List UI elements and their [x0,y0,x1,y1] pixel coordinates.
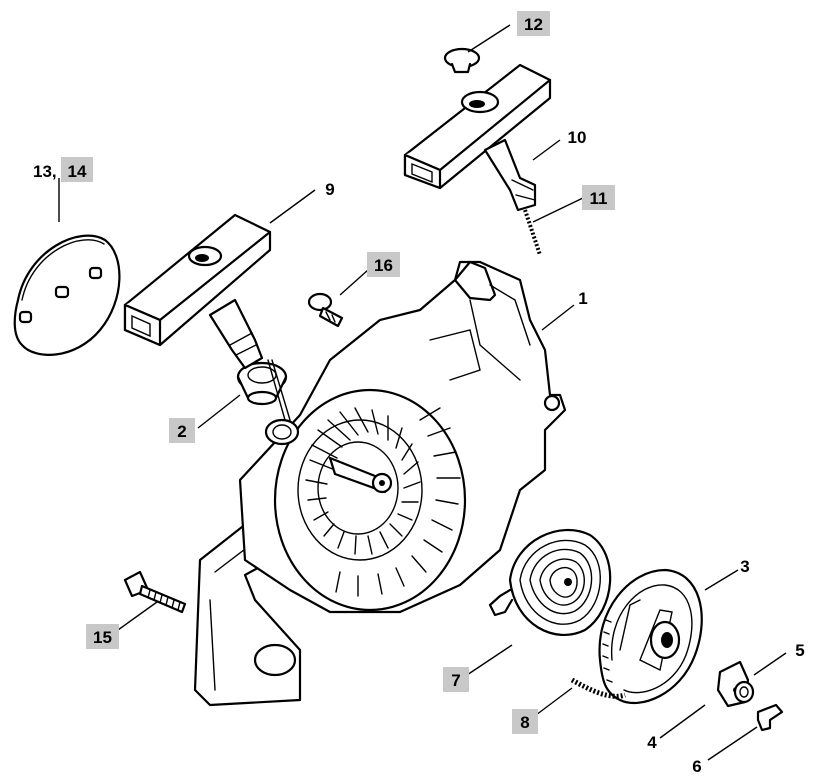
callout-8-highlight [512,709,538,734]
washer-drawing [733,680,755,704]
starter-rope-11-drawing [523,209,542,256]
callout-4: 4 [647,733,657,752]
callout-2-highlight [169,418,195,443]
callout-7-highlight [443,667,469,692]
callout-14-highlight [61,157,93,182]
callout-13: 13, [33,162,57,181]
cover-plate-drawing [13,234,121,356]
callout-11: 11 [590,189,608,208]
callout-11-highlight [582,185,615,210]
screw-16-drawing [307,292,344,328]
cap-12-drawing [443,47,481,74]
callout-labels: 12 10 11 13, 14 9 16 1 2 3 15 5 7 8 4 [33,11,805,776]
callout-8: 8 [520,713,529,732]
callout-7: 7 [451,671,460,690]
callout-12-highlight [517,11,550,36]
callout-12: 12 [524,15,543,34]
callout-3: 3 [740,557,749,576]
callout-2: 2 [177,422,186,441]
leader-lines [58,24,787,761]
spring-clip-drawing [756,703,784,732]
callout-16: 16 [374,256,393,275]
screw-15-drawing [123,570,187,614]
rewind-spring-drawing [488,528,612,636]
callout-15: 15 [93,628,112,647]
callout-16-highlight [367,252,400,277]
callout-6: 6 [692,757,701,776]
callout-14: 14 [68,162,87,181]
starter-housing-drawing [193,260,567,707]
starter-rope-8-drawing [570,677,626,699]
starter-grip-9-drawing [123,213,272,370]
callout-9: 9 [325,180,334,199]
rope-guide-bushing-drawing [236,359,291,421]
callout-5: 5 [795,641,804,660]
callout-10: 10 [568,128,587,147]
callout-15-highlight [86,624,119,649]
callout-1: 1 [578,289,587,308]
rope-rotor-drawing [598,568,703,705]
starter-grip-10-drawing [403,63,552,212]
